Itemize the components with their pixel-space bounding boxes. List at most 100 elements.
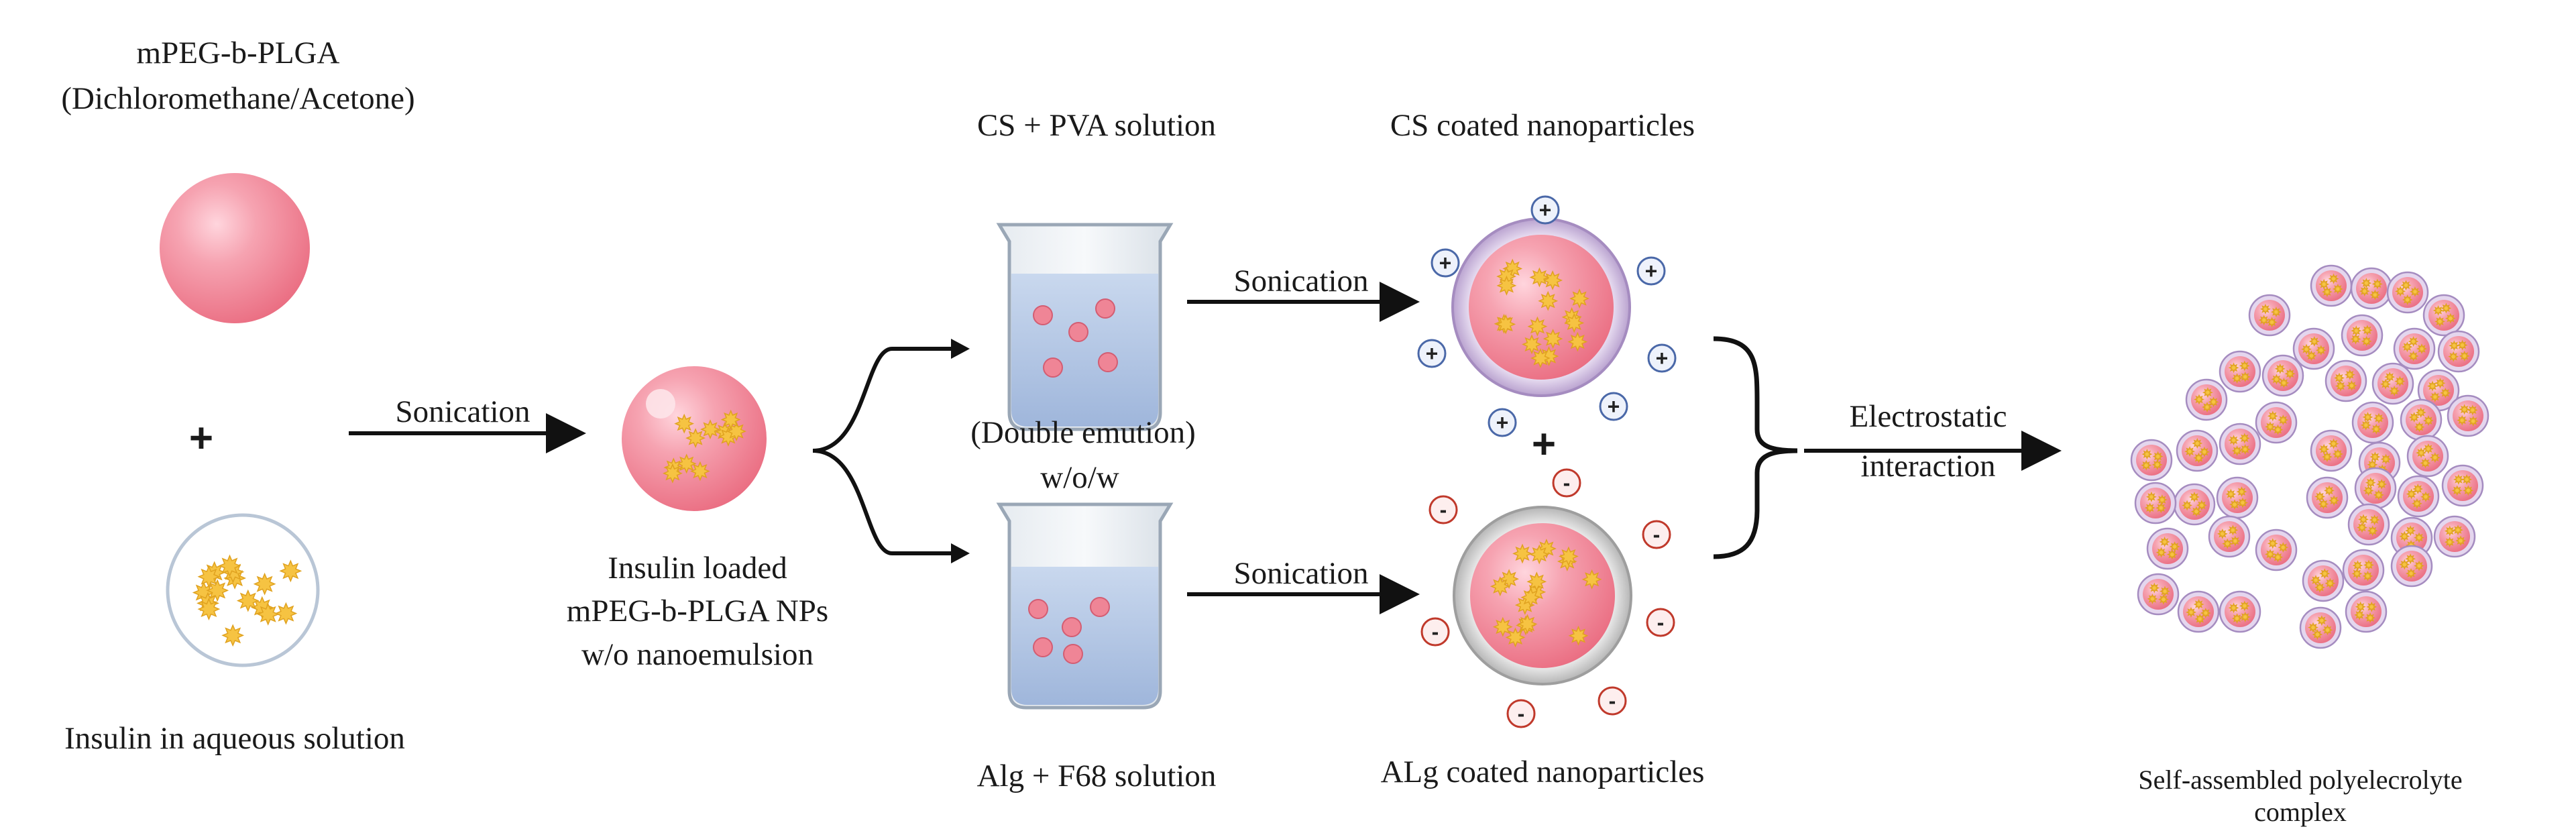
complex-insulin-icon — [2354, 610, 2365, 620]
complex-insulin-icon — [2146, 491, 2157, 502]
complex-insulin-icon — [2414, 560, 2424, 571]
complex-bead-core-icon — [2298, 333, 2329, 364]
beaker-cs-pva-icon — [996, 223, 1174, 431]
insulin-icon — [206, 579, 229, 602]
complex-insulin-icon — [2367, 525, 2378, 537]
sonication-label-1: Sonication — [395, 394, 530, 429]
cs-coated-label: CS coated nanoparticles — [1390, 108, 1695, 143]
complex-insulin-icon — [2400, 280, 2412, 291]
complex-insulin-icon — [2422, 443, 2434, 454]
complex-insulin-icon — [2278, 377, 2290, 388]
complex-insulin-icon — [2384, 372, 2396, 383]
complex-bead-core-icon — [2357, 407, 2388, 438]
complex-insulin-icon — [2169, 541, 2180, 552]
complex-insulin-icon — [2202, 402, 2213, 412]
complex-insulin-icon — [2423, 415, 2434, 426]
positive-charge-icon — [1530, 195, 1560, 225]
polymer-sphere-icon — [160, 173, 310, 323]
complex-bead-core-icon — [2140, 488, 2171, 518]
sonication-label-3: Sonication — [1233, 556, 1369, 591]
beaker-alg-f68-icon — [996, 502, 1174, 710]
complex-insulin-icon — [2239, 600, 2250, 612]
complex-insulin-icon — [2415, 407, 2426, 418]
complex-insulin-icon — [2229, 535, 2241, 547]
complex-insulin-icon — [2314, 491, 2325, 502]
complex-insulin-icon — [2301, 343, 2312, 355]
complex-insulin-icon — [2325, 577, 2336, 589]
complex-insulin-icon — [2152, 451, 2164, 462]
complex-insulin-icon — [2406, 488, 2417, 500]
complex-insulin-icon — [2359, 286, 2370, 296]
electrostatic-label-2: interaction — [1860, 449, 1996, 484]
complex-insulin-icon — [2328, 438, 2339, 449]
complex-bead-core-icon — [2312, 482, 2343, 513]
branch-arrowhead-top — [951, 339, 970, 359]
complex-insulin-icon — [2239, 444, 2251, 455]
complex-insulin-icon — [2420, 491, 2431, 502]
complex-insulin-icon — [2444, 537, 2455, 548]
complex-bead-core-icon — [2214, 521, 2245, 552]
emulsion-droplet-icon — [1095, 298, 1115, 319]
complex-insulin-icon — [2229, 499, 2240, 510]
complex-insulin-icon — [2278, 542, 2289, 553]
complex-bead-core-icon — [2225, 596, 2255, 627]
complex-insulin-icon — [2151, 459, 2163, 470]
insulin-icon — [1564, 313, 1585, 333]
complex-bead-core-icon — [2183, 596, 2214, 627]
complex-insulin-icon — [2445, 313, 2456, 324]
complex-insulin-icon — [2410, 286, 2420, 297]
complex-insulin-icon — [2449, 340, 2460, 351]
complex-bead-core-icon — [2428, 300, 2459, 331]
insulin-icon — [1512, 543, 1532, 564]
complex-bead-core-icon — [2143, 579, 2174, 610]
insulin-icon — [1517, 614, 1538, 634]
negative-charge-icon — [1506, 699, 1536, 728]
insulin-icon — [1538, 290, 1559, 311]
complex-insulin-icon — [2274, 363, 2286, 374]
complex-insulin-icon — [2448, 351, 2459, 362]
complex-insulin-icon — [2231, 445, 2243, 457]
complex-insulin-icon — [2158, 594, 2169, 605]
cs-coated-nanoparticle-icon — [1451, 217, 1631, 397]
complex-insulin-icon — [2441, 302, 2452, 314]
complex-insulin-icon — [2328, 273, 2339, 284]
complex-insulin-icon — [2333, 449, 2343, 459]
complex-insulin-icon — [2318, 278, 2330, 290]
complex-bead-core-icon — [2261, 535, 2292, 565]
double-emulsion-label: (Double emution) — [970, 415, 1196, 450]
complex-bead-core-icon — [2396, 522, 2427, 553]
polyelectrolyte-complex-icon — [2130, 264, 2489, 649]
complex-insulin-icon — [2369, 289, 2381, 300]
complex-insulin-icon — [2231, 613, 2243, 624]
negative-charges: ------- — [1420, 468, 1675, 728]
complex-insulin-icon — [2239, 612, 2251, 622]
complex-insulin-icon — [2346, 380, 2357, 391]
branch-arrowhead-bottom — [951, 543, 970, 563]
insulin-icon — [1543, 329, 1563, 349]
complex-insulin-icon — [2453, 524, 2463, 536]
complex-insulin-icon — [2371, 278, 2383, 290]
complex-bead-core-icon — [2254, 300, 2285, 331]
complex-insulin-icon — [2361, 335, 2372, 347]
complex-bead-core-icon — [2182, 435, 2213, 466]
complex-insulin-icon — [2155, 502, 2167, 514]
complex-insulin-icon — [2429, 452, 2441, 463]
complex-insulin-icon — [2312, 629, 2323, 640]
complex-bead-core-icon — [2403, 481, 2434, 512]
insulin-icon — [1522, 334, 1542, 355]
complex-insulin-icon — [2420, 457, 2431, 469]
np-label-line3: w/o nanoemulsion — [581, 637, 814, 672]
positive-charge-icon — [1647, 343, 1677, 373]
electrostatic-label-1: Electrostatic — [1849, 399, 2007, 434]
complex-insulin-icon — [2239, 360, 2250, 372]
complex-insulin-icon — [2334, 372, 2345, 384]
complex-insulin-icon — [2225, 488, 2237, 500]
negative-charge-icon-sign: - — [1609, 689, 1616, 713]
negative-charge-icon-sign: - — [1563, 471, 1571, 495]
insulin-icon — [663, 463, 683, 484]
complex-insulin-icon — [2427, 380, 2438, 392]
complex-insulin-icon — [2461, 474, 2472, 485]
complex-insulin-icon — [2363, 559, 2374, 571]
complex-insulin-icon — [2414, 532, 2424, 543]
